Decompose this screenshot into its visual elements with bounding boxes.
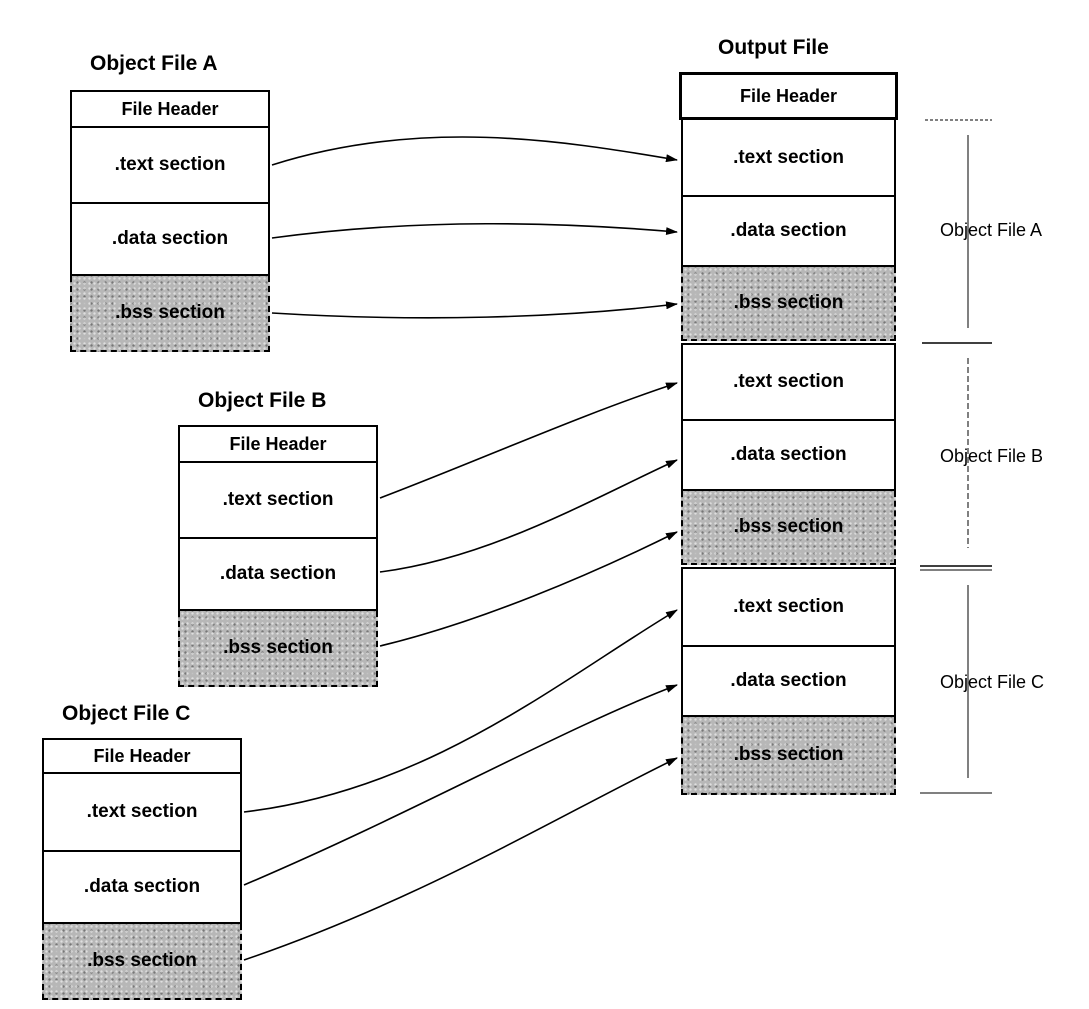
arrow-c-data [243, 684, 678, 886]
output-b-data-section: .data section [681, 421, 896, 491]
arrow-b-text [379, 382, 678, 499]
object-file-b-header: File Header [178, 425, 378, 463]
output-file-header: File Header [679, 72, 898, 120]
output-c-data-section: .data section [681, 647, 896, 717]
output-c-text-section: .text section [681, 567, 896, 647]
object-file-b-text-section: .text section [178, 463, 378, 539]
arrow-a-text [271, 136, 678, 166]
output-group-a-label: Object File A [940, 220, 1043, 240]
object-file-a-text-section: .text section [70, 128, 270, 204]
object-file-b-bss-section: .bss section [178, 611, 378, 687]
output-b-bss-section: .bss section [681, 491, 896, 565]
object-file-c-title: Object File C [62, 702, 191, 725]
object-file-c-data-section: .data section [42, 852, 242, 924]
object-file-b-data-section: .data section [178, 539, 378, 611]
object-file-a-data-section: .data section [70, 204, 270, 276]
arrow-c-bss [243, 757, 678, 961]
arrow-b-bss [379, 531, 678, 647]
object-file-a-header: File Header [70, 90, 270, 128]
output-a-text-section: .text section [681, 120, 896, 197]
output-a-bss-section: .bss section [681, 267, 896, 341]
object-file-c-header: File Header [42, 738, 242, 774]
output-c-bss-section: .bss section [681, 717, 896, 795]
object-file-c-bss-section: .bss section [42, 924, 242, 1000]
output-group-c-label: Object File C [940, 672, 1045, 692]
output-b-text-section: .text section [681, 343, 896, 421]
object-file-a-title: Object File A [90, 52, 218, 75]
arrow-b-data [379, 459, 678, 573]
arrow-a-data [271, 222, 678, 239]
output-a-data-section: .data section [681, 197, 896, 267]
object-file-a-bss-section: .bss section [70, 276, 270, 352]
output-group-b-label: Object File B [940, 446, 1044, 466]
output-file-title: Output File [718, 36, 829, 59]
arrow-a-bss [271, 301, 678, 319]
object-file-b-title: Object File B [198, 389, 327, 412]
object-file-c-text-section: .text section [42, 774, 242, 852]
